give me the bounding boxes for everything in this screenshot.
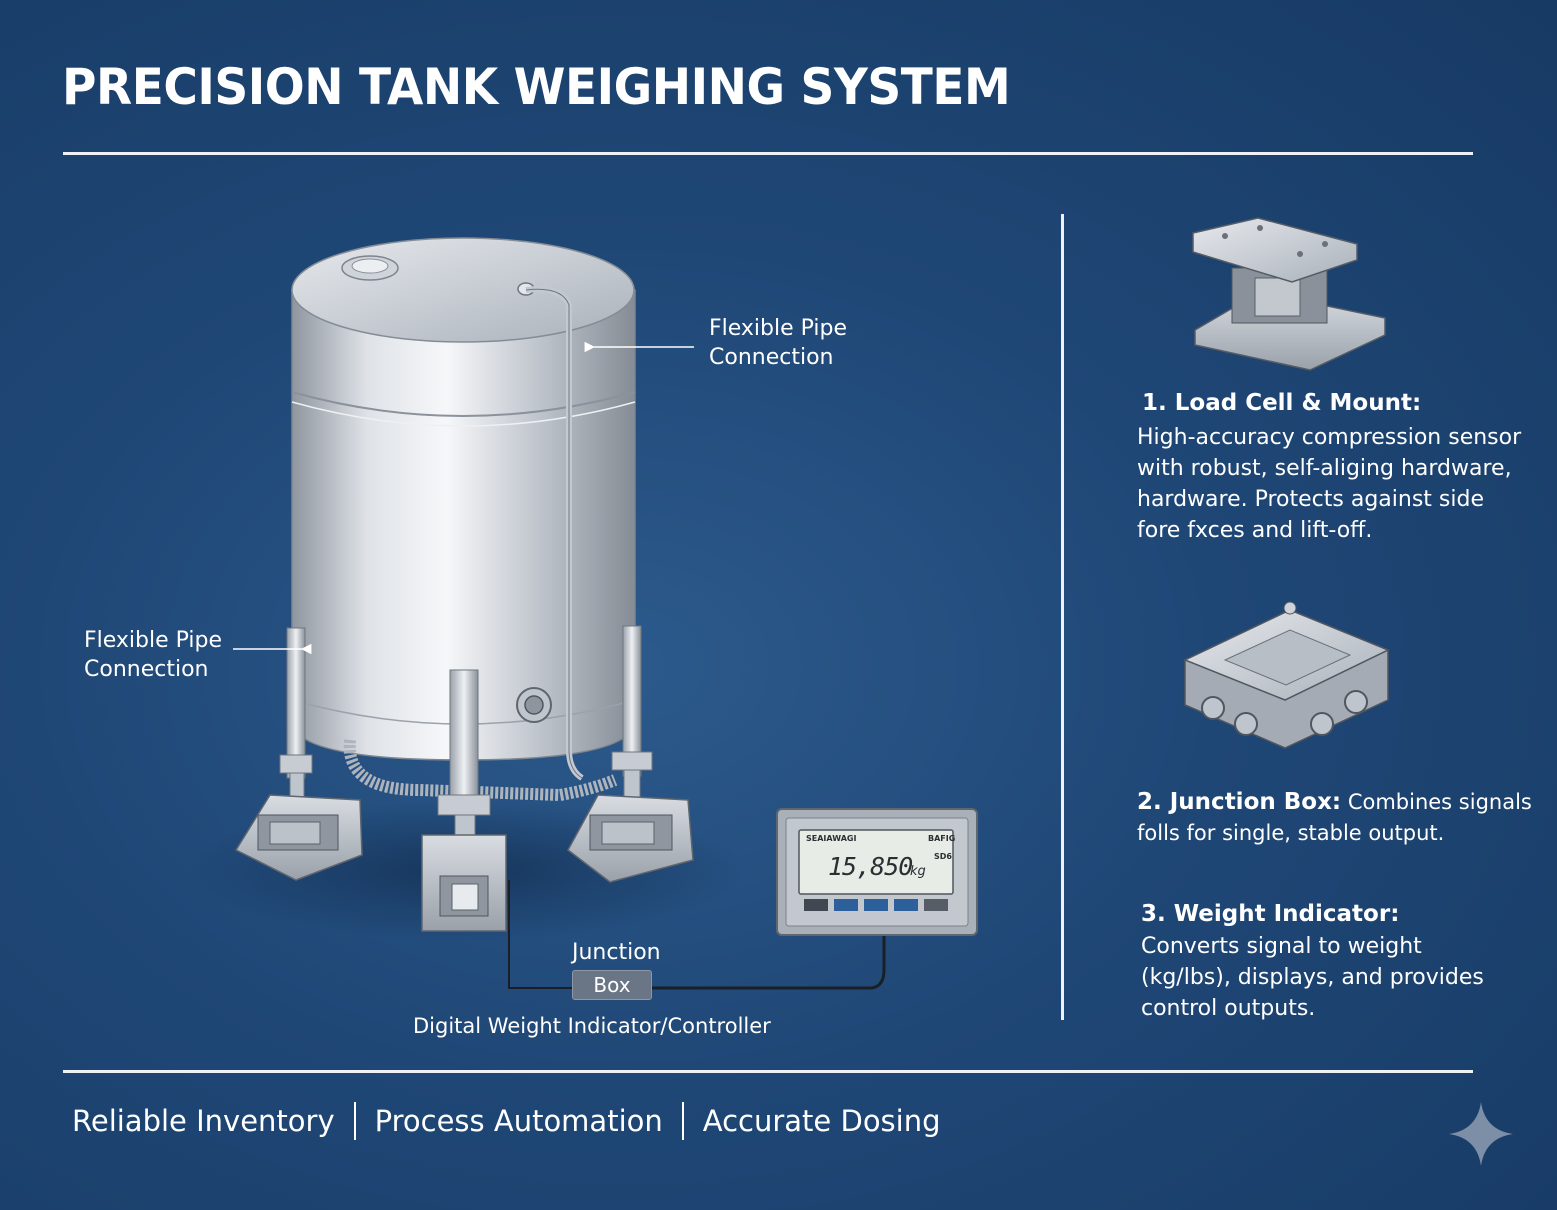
desc-line: with robust, self-aliging hardware, (1137, 456, 1512, 481)
label-junction: Junction (572, 940, 661, 965)
display-sub: SD6 (934, 852, 952, 861)
desc-line: (kg/lbs), displays, and provides (1141, 965, 1484, 990)
desc-line: High-accuracy compression sensor (1137, 425, 1522, 450)
load-cell-front (421, 834, 507, 932)
desc-line: folls for single, stable output. (1137, 821, 1445, 845)
component-junction-box: 2. Junction Box: Combines signals folls … (1137, 787, 1537, 849)
junction-box-illustration (1183, 601, 1390, 749)
footer-item: Accurate Dosing (702, 1104, 941, 1138)
desc-line: fore fxces and lift-off. (1137, 518, 1373, 543)
signal-cable-indicator (642, 932, 886, 990)
label-line: Flexible Pipe (709, 316, 848, 341)
display-reading: 15,850 (828, 852, 913, 881)
display-brand: SEAIAWAGI (806, 834, 857, 843)
label-line: Flexible Pipe (84, 628, 223, 653)
component-title: 1. Load Cell & Mount: (1142, 390, 1422, 416)
component-load-cell: 1. Load Cell & Mount: High-accuracy comp… (1137, 390, 1537, 546)
footer-separator (353, 1102, 356, 1140)
title-divider (63, 152, 1473, 155)
label-line: Connection (84, 657, 209, 682)
corrugated-hose (343, 739, 618, 802)
signal-cable (508, 880, 575, 989)
column-divider (1061, 214, 1064, 1020)
tank-leg-front (437, 669, 491, 846)
footer-item: Reliable Inventory (72, 1104, 335, 1138)
load-cell-right (567, 794, 694, 883)
component-weight-indicator: 3. Weight Indicator: Converts signal to … (1141, 901, 1541, 1024)
component-desc: Converts signal to weight (kg/lbs), disp… (1141, 931, 1541, 1024)
weight-indicator (776, 808, 978, 936)
desc-line: Converts signal to weight (1141, 934, 1422, 959)
tank-leg-right (611, 625, 653, 801)
component-desc: High-accuracy compression sensor with ro… (1137, 422, 1537, 546)
footer-benefits: Reliable Inventory Process Automation Ac… (72, 1102, 941, 1140)
component-title: 3. Weight Indicator: (1141, 901, 1400, 927)
label-flexible-pipe-left: Flexible Pipe Connection (84, 626, 222, 684)
display-model: BAFIG (928, 834, 956, 843)
page-title: PRECISION TANK WEIGHING SYSTEM (62, 58, 1011, 116)
desc-line: hardware. Protects against side (1137, 487, 1484, 512)
load-cell-left (234, 794, 363, 881)
component-title: 2. Junction Box: (1137, 789, 1342, 815)
footer-item: Process Automation (374, 1104, 663, 1138)
component-desc: 2. Junction Box: Combines signals folls … (1137, 787, 1537, 849)
label-line: Connection (709, 345, 834, 370)
display-unit: kg (910, 864, 926, 879)
load-cell-mount-illustration (1192, 217, 1386, 371)
desc-line: control outputs. (1141, 996, 1316, 1021)
label-flexible-pipe-right: Flexible Pipe Connection (709, 314, 847, 372)
tank (291, 237, 636, 761)
footer-divider (63, 1070, 1473, 1073)
sparkle-icon (1449, 1102, 1513, 1166)
label-box: Box (572, 970, 652, 1000)
label-digital-indicator: Digital Weight Indicator/Controller (413, 1014, 771, 1038)
tank-leg-left (279, 627, 313, 804)
desc-inline: Combines signals (1347, 790, 1532, 814)
footer-separator (681, 1102, 684, 1140)
